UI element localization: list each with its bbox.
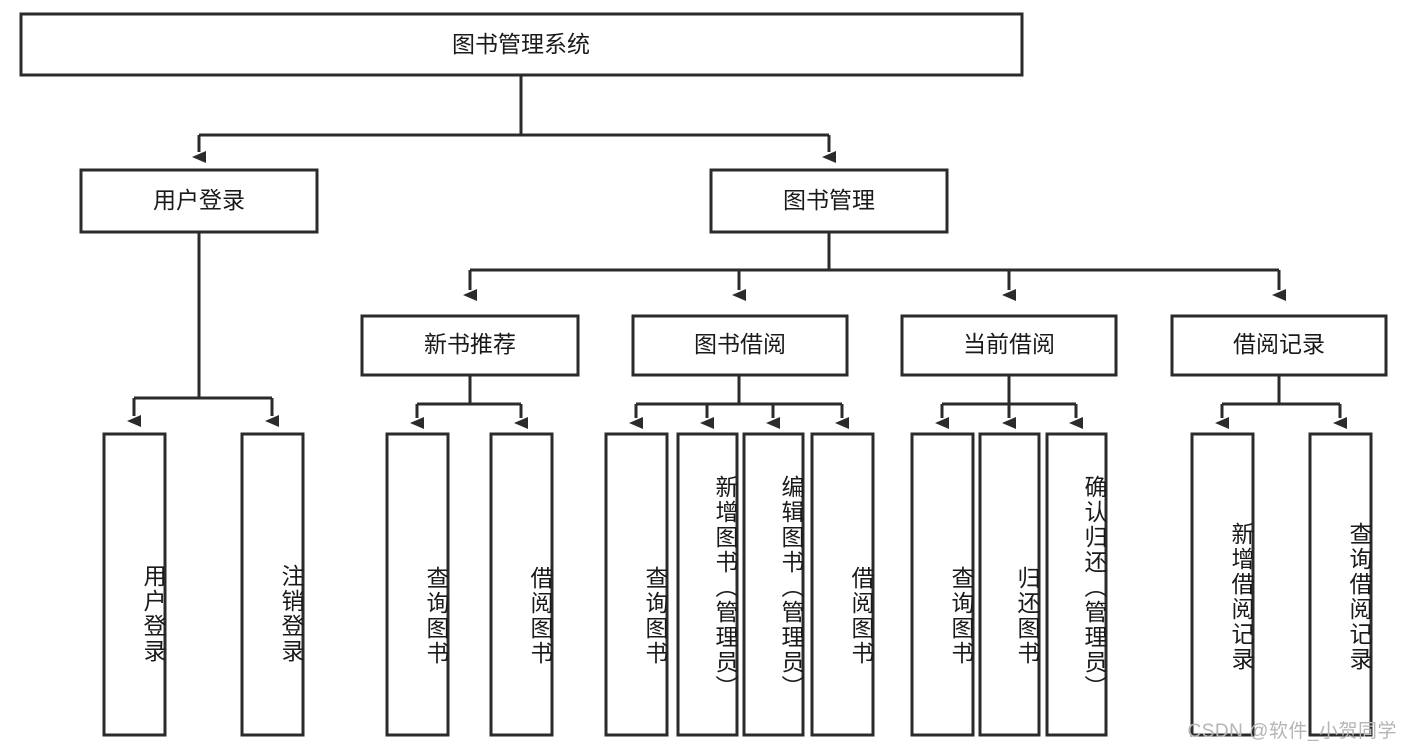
node-borrow-record[interactable]: 借阅记录: [1170, 314, 1388, 377]
leaf-box-user-login-1[interactable]: [240, 432, 305, 737]
node-book-manage-box[interactable]: [709, 168, 949, 234]
node-book-borrow-label: 图书借阅: [694, 331, 786, 357]
node-user-login[interactable]: 用户登录: [79, 168, 319, 234]
watermark-text: CSDN @软件_小贺同学: [1187, 721, 1397, 742]
leaf-box-current-borrow-2[interactable]: [1045, 432, 1108, 737]
node-root-label: 图书管理系统: [452, 31, 590, 57]
node-current-borrow-box[interactable]: [900, 314, 1118, 377]
leaf-box-book-borrow-1[interactable]: [676, 432, 739, 737]
node-current-borrow-label: 当前借阅: [963, 331, 1055, 357]
leaf-box-borrow-record-1[interactable]: [1308, 432, 1373, 737]
leaf-box-new-book-0[interactable]: [385, 432, 450, 737]
connector-group-book-borrow: [629, 375, 849, 429]
node-book-borrow[interactable]: 图书借阅: [631, 314, 849, 377]
connector-group-borrow-record: [1215, 375, 1347, 429]
connector-group-current-borrow: [935, 375, 1083, 429]
node-user-login-label: 用户登录: [153, 187, 245, 213]
leaf-box-current-borrow-0[interactable]: [910, 432, 975, 737]
leaf-box-new-book-1[interactable]: [489, 432, 554, 737]
node-current-borrow[interactable]: 当前借阅: [900, 314, 1118, 377]
node-book-manage[interactable]: 图书管理: [709, 168, 949, 234]
connector-group-user-login: [127, 232, 279, 427]
leaf-box-user-login-0[interactable]: [102, 432, 167, 737]
node-root[interactable]: 图书管理系统: [19, 12, 1024, 77]
connector-group-root: [192, 75, 836, 163]
leaf-box-book-borrow-3[interactable]: [810, 432, 875, 737]
node-borrow-record-box[interactable]: [1170, 314, 1388, 377]
leaf-box-book-borrow-0[interactable]: [604, 432, 669, 737]
node-root-box[interactable]: [19, 12, 1024, 77]
node-new-book-recommend[interactable]: 新书推荐: [360, 314, 580, 377]
node-book-manage-label: 图书管理: [783, 187, 875, 213]
leaf-box-borrow-record-0[interactable]: [1190, 432, 1255, 737]
leaf-box-current-borrow-1[interactable]: [978, 432, 1041, 737]
node-user-login-box[interactable]: [79, 168, 319, 234]
node-book-borrow-box[interactable]: [631, 314, 849, 377]
connector-group-new-book-recommend: [410, 375, 528, 429]
leaf-box-book-borrow-2[interactable]: [742, 432, 805, 737]
node-new-book-recommend-box[interactable]: [360, 314, 580, 377]
connector-group-book-manage: [463, 232, 1286, 301]
node-new-book-recommend-label: 新书推荐: [424, 331, 516, 357]
node-borrow-record-label: 借阅记录: [1233, 331, 1325, 357]
